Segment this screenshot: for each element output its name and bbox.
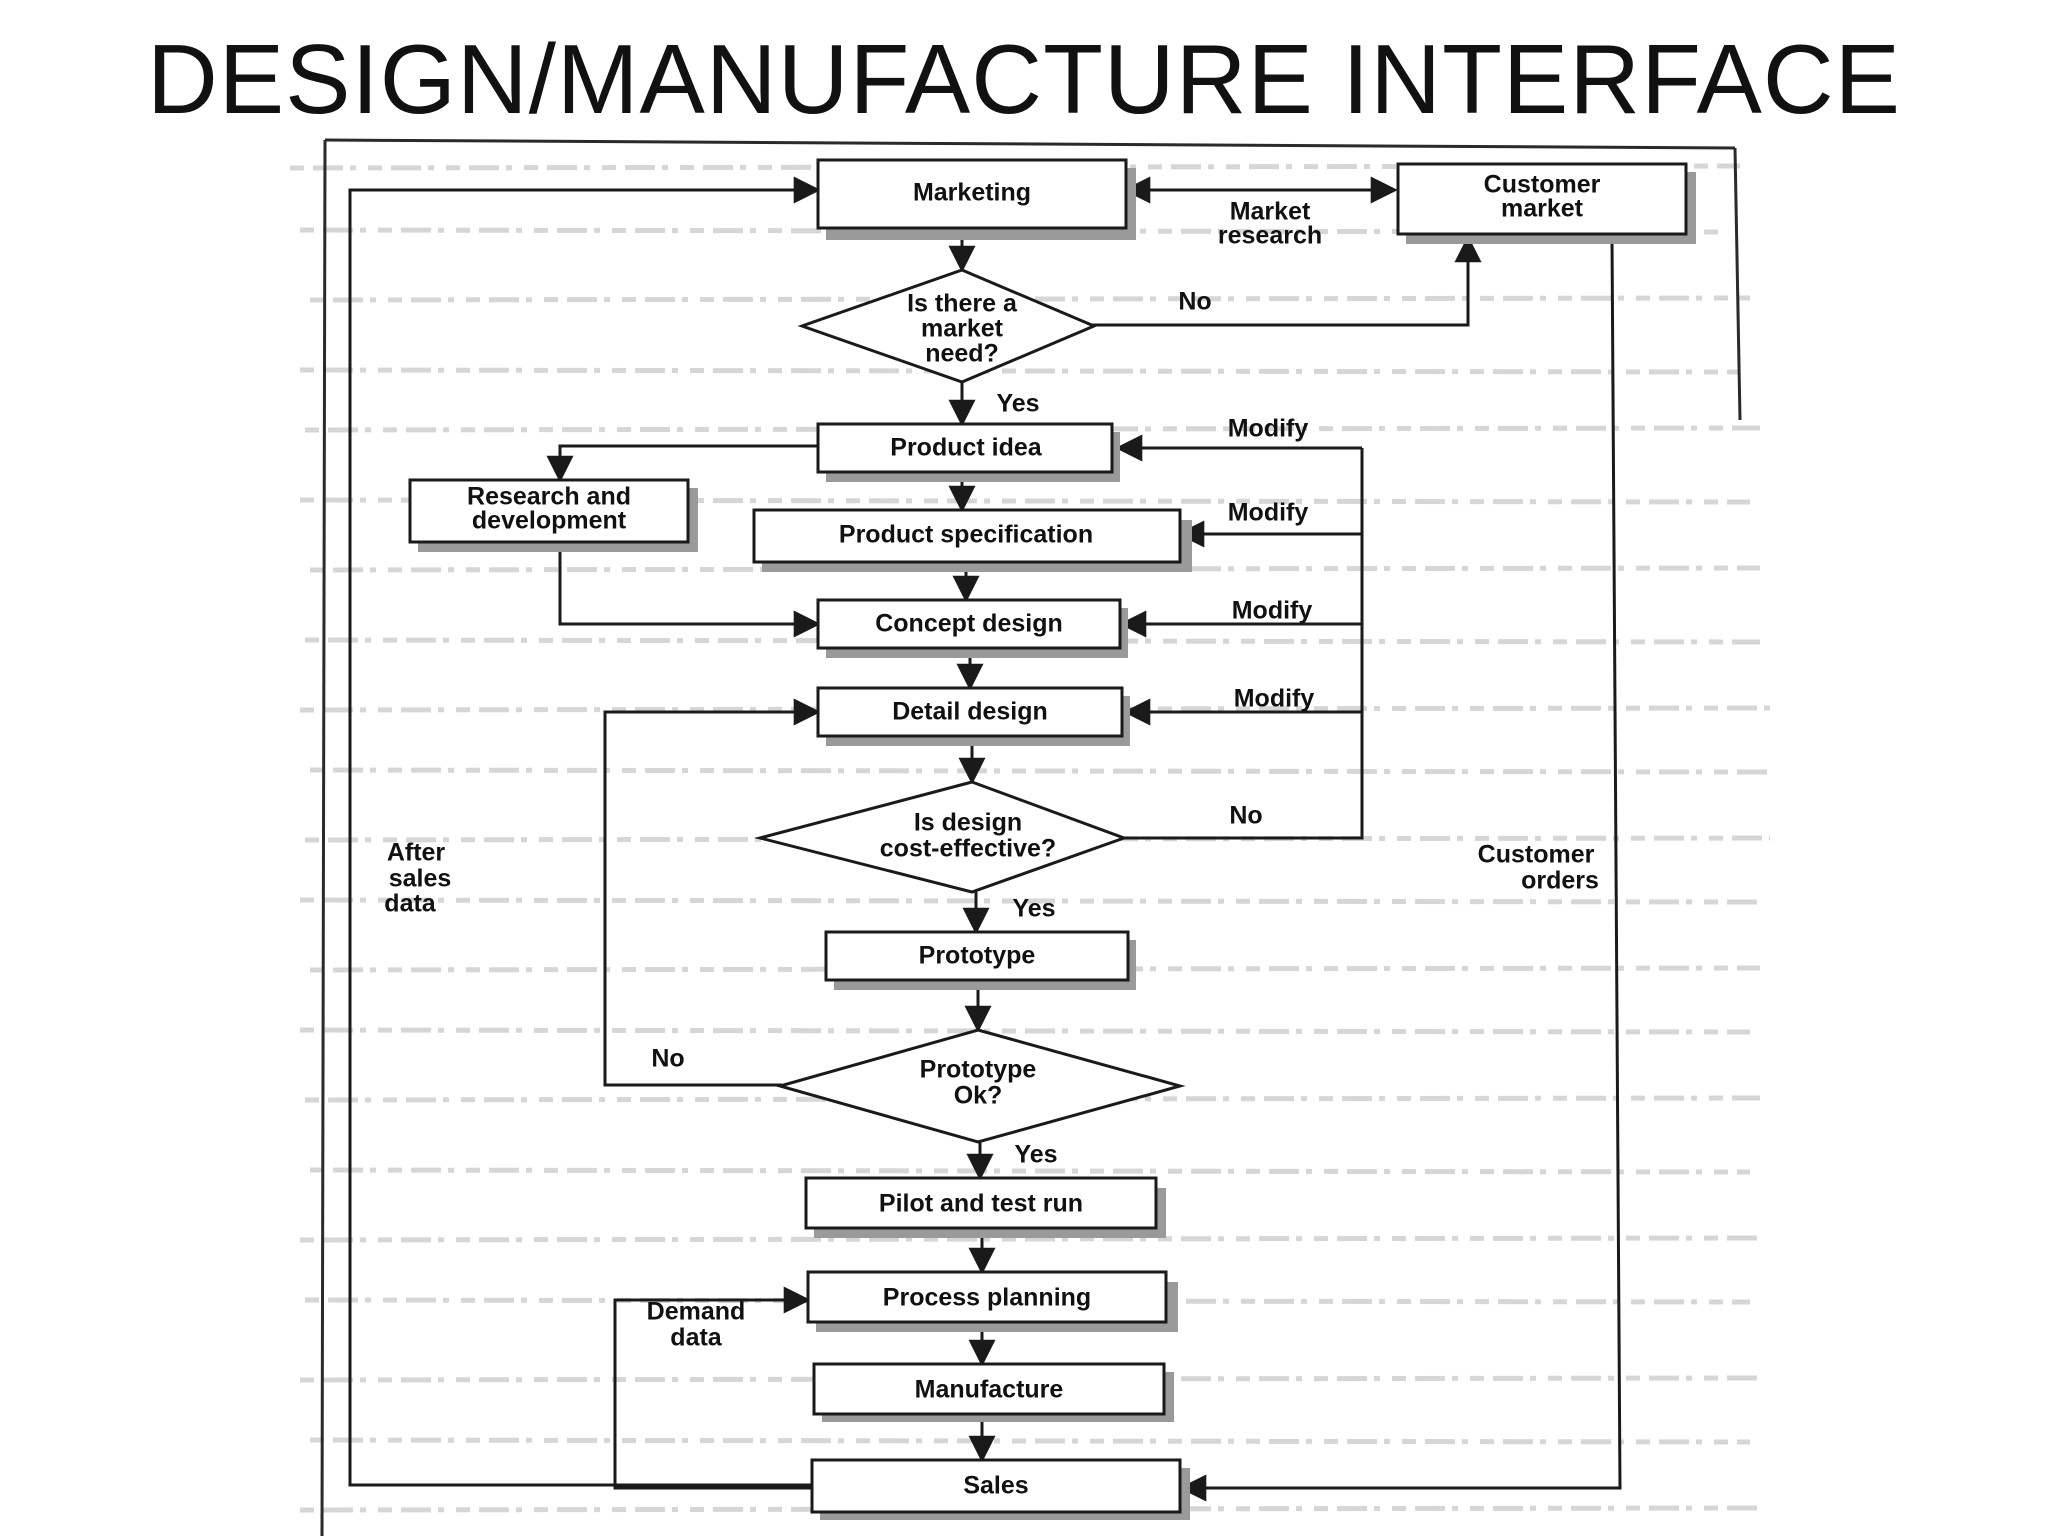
- label-customer-orders: orders: [1521, 867, 1599, 895]
- label-modify: Modify: [1234, 685, 1315, 713]
- node-marketing: Marketing: [816, 158, 1136, 240]
- node-cost-effective-decision: Is design cost-effective?: [754, 780, 1129, 894]
- label-yes-cost-effective: Yes: [1012, 895, 1055, 923]
- page-title: DESIGN/MANUFACTURE INTERFACE: [146, 24, 1902, 134]
- node-customer-market: Customer market: [1396, 162, 1696, 244]
- node-label: Customer: [1484, 171, 1601, 199]
- label-demand-data: data: [670, 1324, 723, 1352]
- edge-labels: Market research No Yes Modify Modify Mod…: [384, 198, 1599, 1352]
- node-label: Product idea: [890, 434, 1043, 462]
- node-label: Prototype: [919, 942, 1036, 970]
- node-product-specification: Product specification: [752, 508, 1192, 572]
- label-modify: Modify: [1228, 415, 1309, 443]
- node-label: Ok?: [954, 1082, 1003, 1110]
- label-after-sales-data: sales: [389, 865, 452, 893]
- label-demand-data: Demand: [647, 1298, 746, 1326]
- node-label: Is design: [914, 809, 1022, 837]
- scan-frame: [320, 138, 1742, 1536]
- node-label: Research and: [467, 483, 631, 511]
- node-label: Prototype: [920, 1056, 1037, 1084]
- node-label: Marketing: [913, 179, 1031, 207]
- node-label: market: [1501, 195, 1584, 223]
- node-process-planning: Process planning: [806, 1270, 1178, 1332]
- node-label: Manufacture: [915, 1376, 1064, 1404]
- node-label: Detail design: [892, 698, 1048, 726]
- node-label: development: [472, 507, 627, 535]
- node-label: need?: [925, 340, 999, 368]
- arrow-no-prototype-to-detail: [603, 698, 821, 1087]
- node-label: Sales: [963, 1472, 1028, 1500]
- label-after-sales-data: data: [384, 890, 437, 918]
- arrow-after-sales-data: [348, 176, 821, 1487]
- label-no-prototype: No: [651, 1045, 684, 1073]
- label-no-market-need: No: [1178, 288, 1211, 316]
- label-yes-market-need: Yes: [996, 390, 1039, 418]
- connectors: [348, 176, 1622, 1502]
- label-customer-orders: Customer: [1478, 841, 1595, 869]
- node-prototype: Prototype: [824, 930, 1136, 990]
- arrow-no-to-customer-market: [1092, 235, 1482, 327]
- node-pilot-test-run: Pilot and test run: [804, 1176, 1166, 1238]
- arrow-research-to-concept: [558, 540, 821, 638]
- label-market-research: Market: [1230, 198, 1311, 226]
- node-label: Is there a: [907, 290, 1018, 318]
- arrow-customer-orders: [1179, 237, 1622, 1502]
- label-modify: Modify: [1232, 597, 1313, 625]
- node-product-idea: Product idea: [816, 422, 1120, 482]
- node-label: cost-effective?: [880, 835, 1056, 863]
- node-concept-design: Concept design: [816, 598, 1128, 658]
- arrow-demand-data: [613, 1286, 812, 1490]
- label-after-sales-data: After: [387, 839, 446, 867]
- node-sales: Sales: [810, 1458, 1190, 1520]
- label-modify: Modify: [1228, 499, 1309, 527]
- label-market-research: research: [1218, 222, 1322, 250]
- node-prototype-ok-decision: Prototype Ok?: [774, 1028, 1186, 1144]
- node-detail-design: Detail design: [816, 686, 1130, 746]
- node-label: Concept design: [875, 610, 1063, 638]
- node-market-need-decision: Is there a market need?: [797, 268, 1098, 384]
- node-manufacture: Manufacture: [812, 1362, 1174, 1422]
- label-no-cost-effective: No: [1229, 802, 1262, 830]
- node-label: Pilot and test run: [879, 1190, 1083, 1218]
- arrow-idea-to-research: [546, 444, 818, 483]
- node-research-development: Research and development: [408, 478, 698, 552]
- node-label: Process planning: [883, 1284, 1091, 1312]
- line-no-cost-to-modify: [1124, 448, 1364, 840]
- node-label: market: [921, 315, 1004, 343]
- node-label: Product specification: [839, 521, 1093, 549]
- label-yes-prototype: Yes: [1014, 1141, 1057, 1169]
